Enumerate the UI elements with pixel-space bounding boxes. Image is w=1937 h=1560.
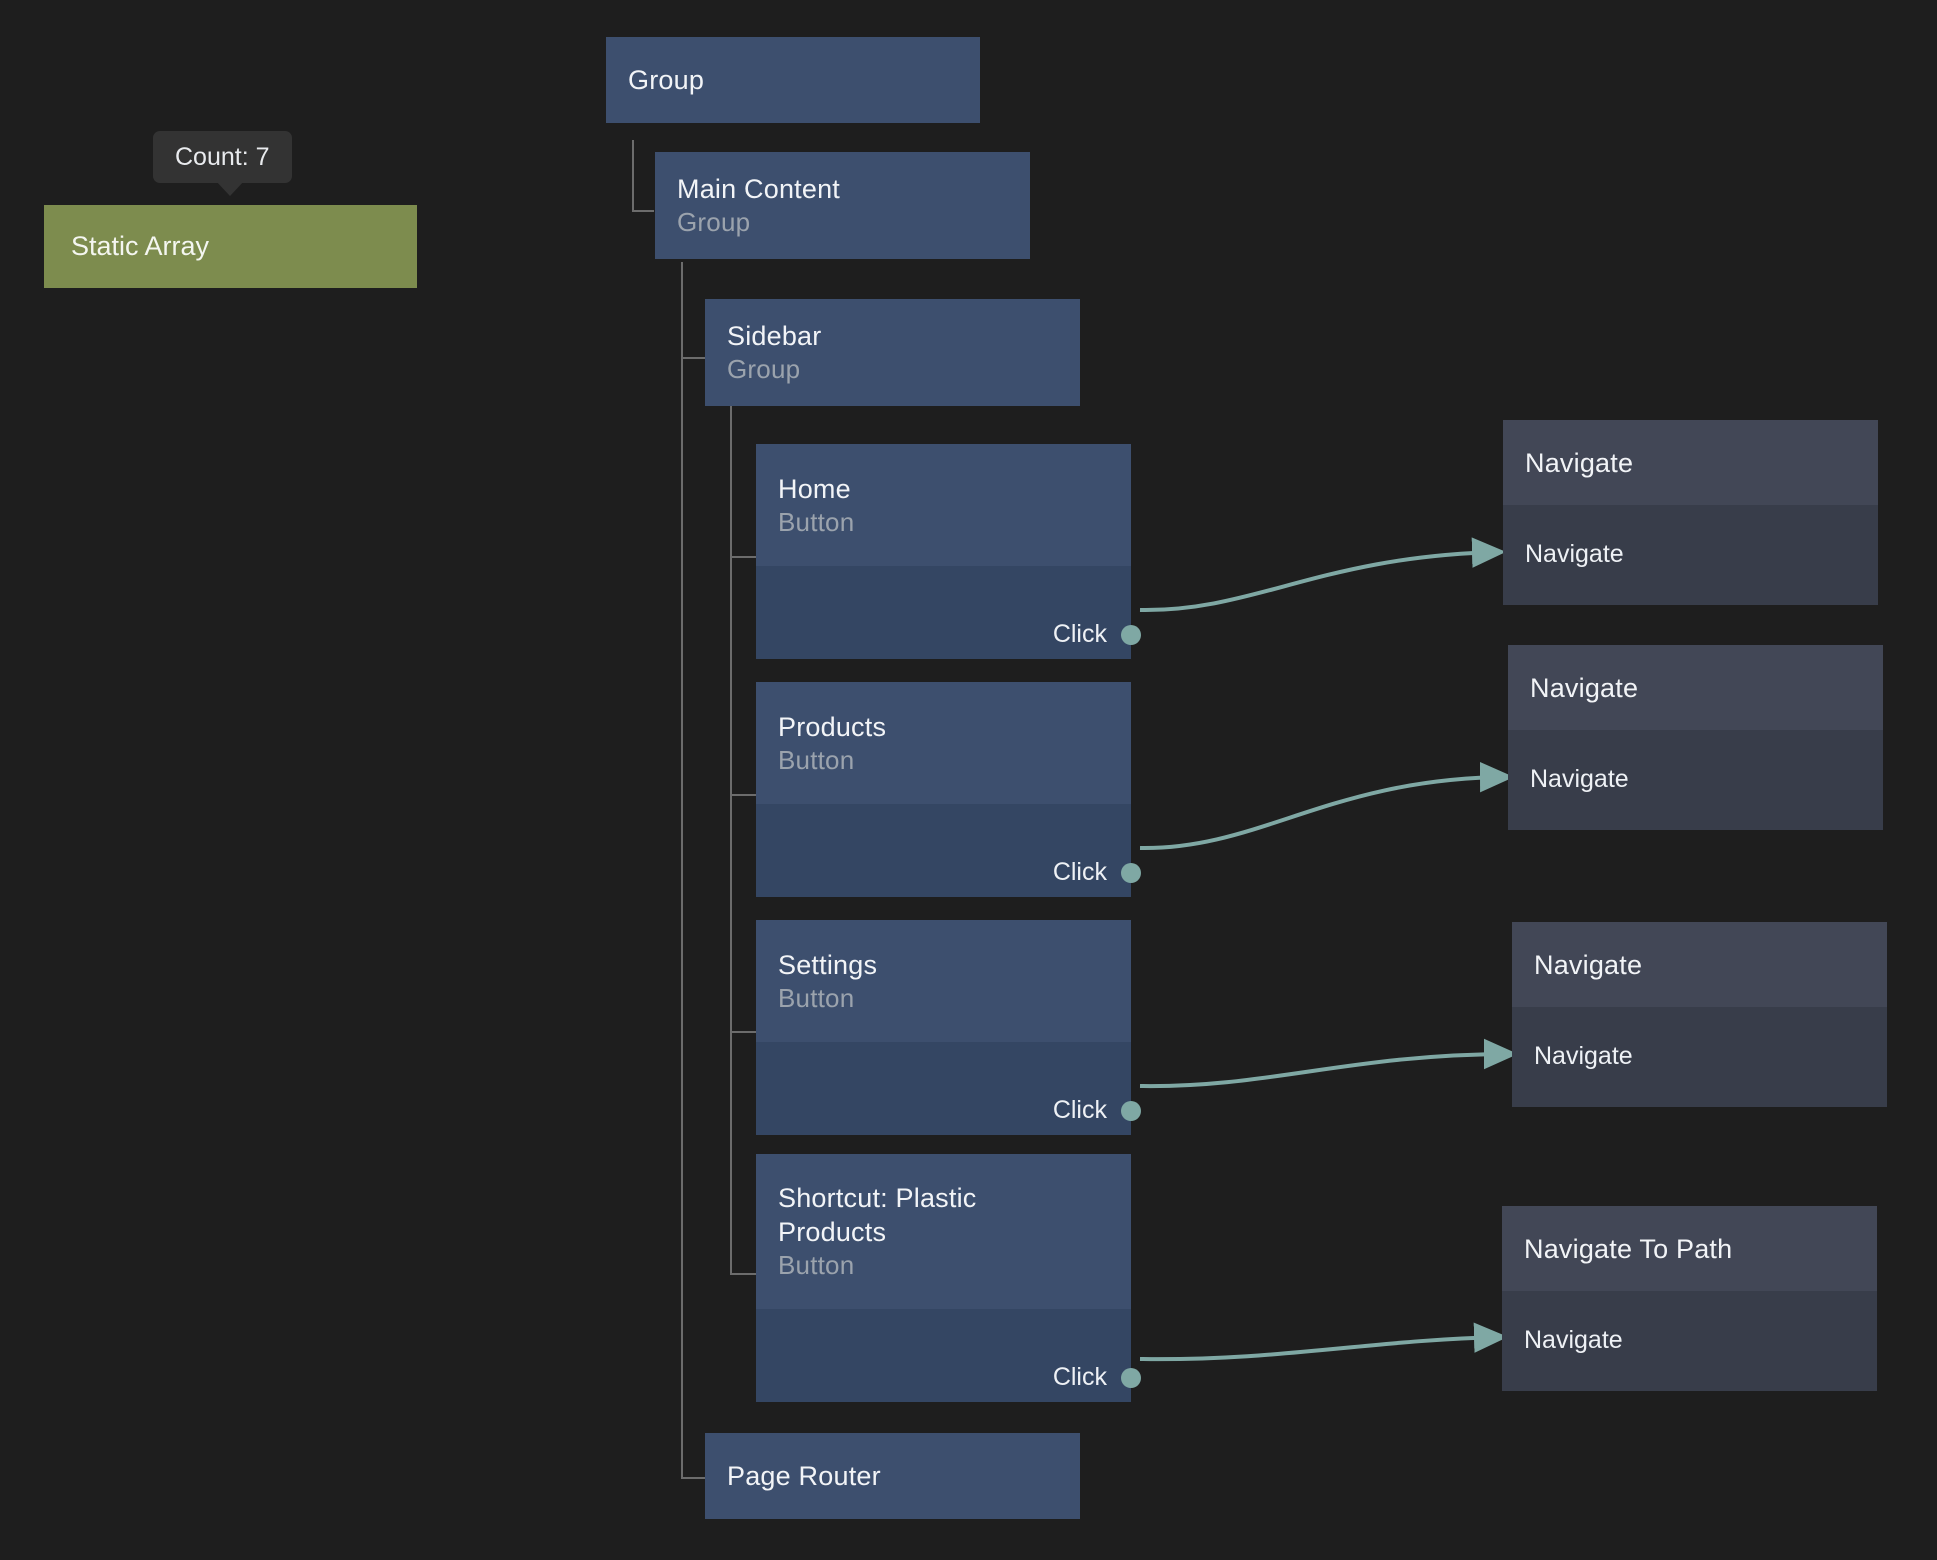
node-page-router[interactable]: Page Router <box>705 1433 1080 1519</box>
tooltip-arrow-icon <box>215 180 245 196</box>
node-navigate-1[interactable]: Navigate Navigate <box>1503 420 1878 605</box>
node-main-content[interactable]: Main Content Group <box>655 152 1030 259</box>
node-navigate-2-header[interactable]: Navigate <box>1508 645 1883 730</box>
tree-line-horizontal <box>681 357 705 359</box>
static-array-label: Static Array <box>71 231 210 261</box>
node-home-click-port[interactable]: Click <box>1052 620 1141 648</box>
node-home-title: Home <box>778 473 851 504</box>
static-array-node[interactable]: Static Array <box>44 205 417 288</box>
tree-line-vertical <box>681 262 683 1478</box>
node-settings-click-port[interactable]: Click <box>1052 1096 1141 1124</box>
node-navigate-1-input-label[interactable]: Navigate <box>1525 540 1624 568</box>
node-shortcut-plastic-products-header[interactable]: Shortcut: Plastic Products Button <box>756 1154 1131 1309</box>
node-settings-subtitle: Button <box>778 982 855 1013</box>
node-sidebar[interactable]: Sidebar Group <box>705 299 1080 406</box>
node-settings-click-label: Click <box>1052 1096 1107 1124</box>
node-page-router-title: Page Router <box>727 1461 881 1491</box>
node-products-body: Click <box>756 804 1141 897</box>
count-tooltip: Count: 7 <box>153 131 292 183</box>
output-port-dot-icon[interactable] <box>1121 624 1141 645</box>
node-products-click-label: Click <box>1052 858 1107 886</box>
edge-settings-click-to-navigate <box>1139 1038 1518 1089</box>
tree-line-horizontal <box>730 1031 756 1033</box>
node-main-content-header[interactable]: Main Content Group <box>655 152 1030 259</box>
edge-products-click-to-navigate <box>1139 761 1514 851</box>
tree-line-horizontal <box>730 794 756 796</box>
node-navigate-3[interactable]: Navigate Navigate <box>1512 922 1887 1107</box>
node-products-subtitle: Button <box>778 744 855 775</box>
node-navigate-2[interactable]: Navigate Navigate <box>1508 645 1883 830</box>
node-home-subtitle: Button <box>778 506 855 537</box>
node-settings-title: Settings <box>778 949 878 980</box>
node-home-body: Click <box>756 566 1141 659</box>
node-navigate-to-path-header[interactable]: Navigate To Path <box>1502 1206 1877 1291</box>
node-shortcut-plastic-products[interactable]: Shortcut: Plastic Products Button Click <box>756 1154 1141 1402</box>
node-navigate-1-header[interactable]: Navigate <box>1503 420 1878 505</box>
node-navigate-2-body: Navigate <box>1508 730 1883 830</box>
node-products[interactable]: Products Button Click <box>756 682 1141 897</box>
node-shortcut-plastic-products-click-port[interactable]: Click <box>1052 1363 1141 1391</box>
tree-line-vertical <box>632 140 634 212</box>
node-products-header[interactable]: Products Button <box>756 682 1131 804</box>
node-sidebar-header[interactable]: Sidebar Group <box>705 299 1080 406</box>
output-port-dot-icon[interactable] <box>1121 1367 1141 1388</box>
node-main-content-title: Main Content <box>677 174 840 204</box>
node-home-header[interactable]: Home Button <box>756 444 1131 566</box>
node-shortcut-plastic-products-subtitle: Button <box>778 1250 855 1280</box>
node-settings-body: Click <box>756 1042 1141 1135</box>
node-products-title: Products <box>778 711 887 742</box>
node-navigate-to-path[interactable]: Navigate To Path Navigate <box>1502 1206 1877 1391</box>
node-settings-header[interactable]: Settings Button <box>756 920 1131 1042</box>
edge-shortcut-click-to-navigate-to-path <box>1139 1322 1508 1362</box>
node-navigate-3-body: Navigate <box>1512 1007 1887 1107</box>
node-navigate-to-path-title: Navigate To Path <box>1524 1233 1733 1264</box>
edge-home-click-to-navigate <box>1139 537 1506 613</box>
node-shortcut-plastic-products-title: Shortcut: Plastic Products <box>778 1183 977 1247</box>
tree-line-horizontal <box>730 556 756 558</box>
node-navigate-2-title: Navigate <box>1530 672 1639 703</box>
node-shortcut-plastic-products-click-label: Click <box>1052 1363 1107 1391</box>
node-home-click-label: Click <box>1052 620 1107 648</box>
node-navigate-to-path-input-label[interactable]: Navigate <box>1524 1326 1623 1354</box>
node-navigate-3-input-label[interactable]: Navigate <box>1534 1042 1633 1070</box>
node-sidebar-title: Sidebar <box>727 321 822 351</box>
tree-line-horizontal <box>681 1477 705 1479</box>
node-products-click-port[interactable]: Click <box>1052 858 1141 886</box>
node-navigate-1-body: Navigate <box>1503 505 1878 605</box>
tree-line-horizontal <box>632 210 654 212</box>
output-port-dot-icon[interactable] <box>1121 862 1141 883</box>
node-home[interactable]: Home Button Click <box>756 444 1141 659</box>
node-navigate-3-header[interactable]: Navigate <box>1512 922 1887 1007</box>
node-navigate-1-title: Navigate <box>1525 447 1634 478</box>
node-shortcut-plastic-products-body: Click <box>756 1309 1141 1402</box>
output-port-dot-icon[interactable] <box>1121 1100 1141 1121</box>
node-group[interactable]: Group <box>606 37 980 123</box>
node-group-header[interactable]: Group <box>606 37 980 123</box>
tree-line-vertical <box>730 406 732 1275</box>
node-sidebar-subtitle: Group <box>727 354 801 384</box>
node-navigate-3-title: Navigate <box>1534 949 1643 980</box>
node-navigate-2-input-label[interactable]: Navigate <box>1530 765 1629 793</box>
tree-line-horizontal <box>730 1273 756 1275</box>
node-navigate-to-path-body: Navigate <box>1502 1291 1877 1391</box>
node-group-title: Group <box>628 65 705 95</box>
count-tooltip-text: Count: 7 <box>175 143 270 171</box>
node-page-router-header[interactable]: Page Router <box>705 1433 1080 1519</box>
node-settings[interactable]: Settings Button Click <box>756 920 1141 1135</box>
node-main-content-subtitle: Group <box>677 207 751 237</box>
